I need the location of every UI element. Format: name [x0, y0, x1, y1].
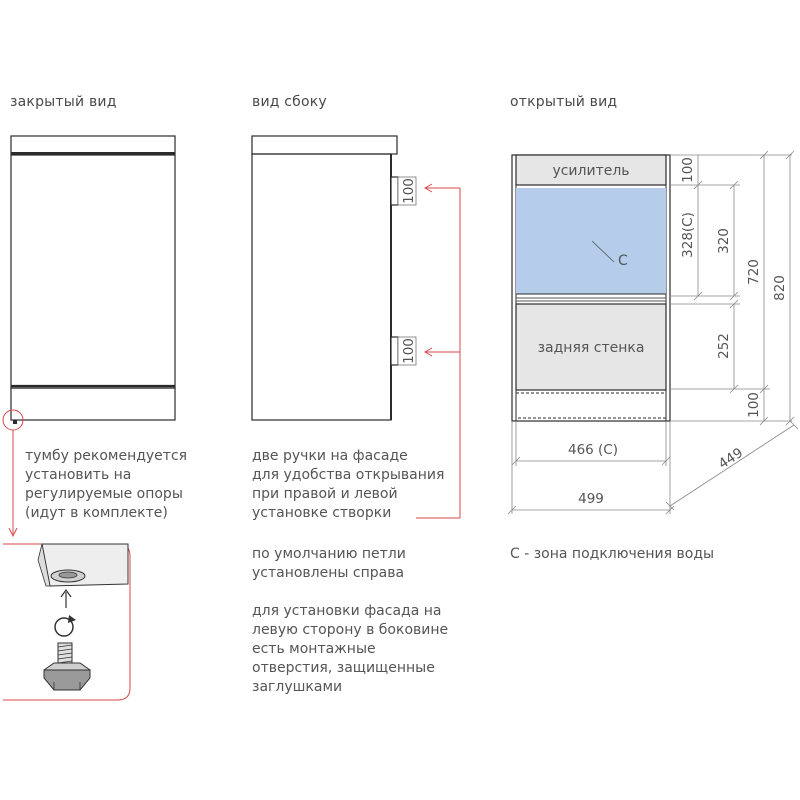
middle-height-dimension: 320: [716, 228, 732, 254]
plinth-height-dimension: 100: [746, 392, 762, 418]
side-body: [251, 153, 392, 421]
hinge-bottom: [390, 336, 399, 366]
total-height-dimension: 820: [772, 275, 788, 301]
side-countertop: [251, 135, 398, 155]
hinge-guide: [416, 183, 461, 519]
open-view-drawing: [511, 154, 671, 422]
mounting-note: для установки фасада на левую сторону в …: [252, 603, 449, 695]
leveling-foot-icon: [37, 543, 129, 691]
leg-mark: [13, 420, 17, 424]
zone-pointer: [591, 240, 615, 263]
hinge-bottom-dimension: 100: [401, 338, 417, 364]
closed-door: [10, 154, 176, 389]
back-height-dimension: 252: [716, 333, 732, 359]
back-panel: [515, 303, 667, 391]
zone-c-height-dimension: 328(С): [680, 212, 696, 258]
back-panel-label: задняя стенка: [538, 340, 645, 356]
zone-c-marker: С: [618, 253, 628, 269]
hinge-top: [390, 176, 399, 206]
depth-dimension: 449: [716, 445, 746, 472]
side-view-title: вид сбоку: [252, 94, 327, 110]
closed-plinth: [10, 387, 176, 421]
top-height-dimension: 100: [680, 157, 696, 183]
closed-countertop: [10, 135, 176, 155]
plinth-dashed: [515, 392, 667, 419]
open-view-title: открытый вид: [510, 94, 618, 110]
closed-view-title: закрытый вид: [10, 94, 117, 110]
water-zone: [516, 188, 666, 294]
inner-width-dimension: 466 (С): [568, 442, 618, 458]
reinforcement-panel: [515, 154, 667, 186]
horizontal-dimensions: [507, 420, 799, 515]
legs-note: тумбу рекомендуется установить на регули…: [25, 448, 188, 521]
hinge-top-dimension: 100: [401, 178, 417, 204]
hinges-note: по умолчанию петли установлены справа: [252, 546, 406, 581]
water-zone-note: С - зона подключения воды: [510, 546, 715, 562]
side-view-drawing: [251, 135, 417, 421]
closed-view-drawing: [10, 135, 176, 424]
reinforcement-label: усилитель: [552, 163, 629, 179]
vertical-dimensions: [670, 150, 795, 426]
rotate-icon: [54, 615, 76, 637]
total-width-dimension: 499: [578, 491, 604, 507]
inner-height-dimension: 720: [746, 259, 762, 285]
handles-note: две ручки на фасаде для удобства открыва…: [252, 448, 445, 521]
